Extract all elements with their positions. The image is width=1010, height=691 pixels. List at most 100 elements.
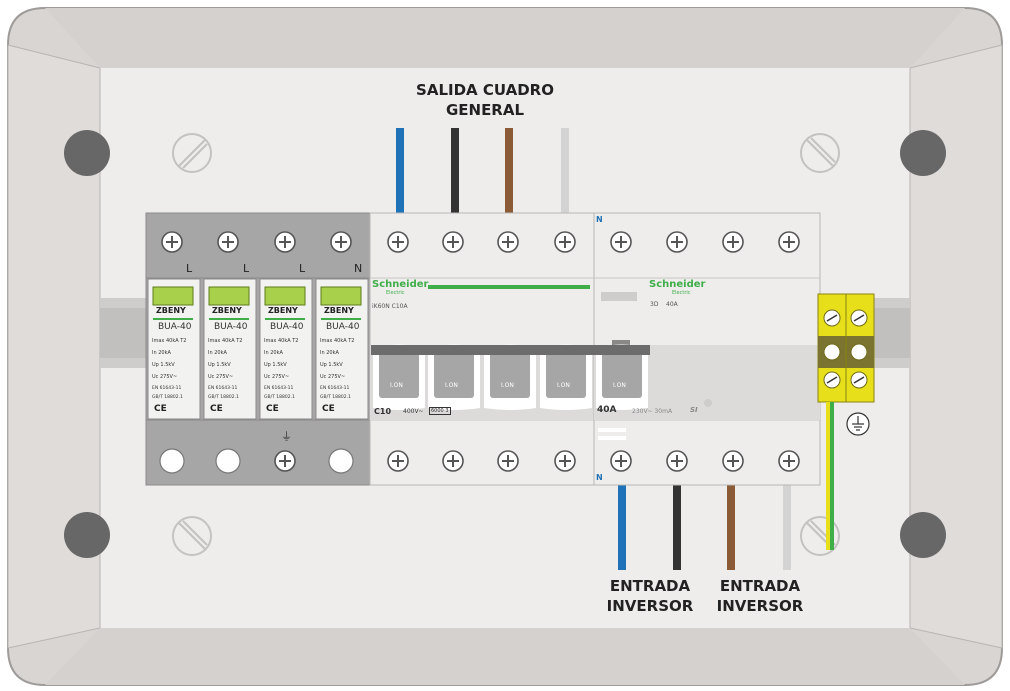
- spd-standard: GB/T 18802.1: [264, 395, 295, 400]
- spd-module: [259, 278, 313, 420]
- breaker-green-stripe: [428, 285, 590, 289]
- spd-spec-row: Imax 40kA T2: [152, 338, 187, 344]
- rcd-indicator: [598, 428, 626, 432]
- terminal-screw-icon[interactable]: [497, 231, 519, 253]
- breaker-capacity-class: 3: [445, 408, 449, 414]
- terminal-screw-icon[interactable]: [778, 231, 800, 253]
- terminal-screw-icon[interactable]: [442, 231, 464, 253]
- wire-black: [451, 128, 459, 214]
- spd-standard: GB/T 18802.1: [152, 395, 183, 400]
- breaker-capacity: 6000 3: [429, 407, 451, 415]
- spd-spec-row: Imax 40kA T2: [208, 338, 243, 344]
- spd-model: BUA-40: [270, 322, 304, 332]
- breaker-rating: C10: [374, 407, 392, 416]
- mount-hole-icon: [800, 516, 840, 556]
- terminal-screw-icon[interactable]: [666, 450, 688, 472]
- handle-label: I.ON: [390, 382, 403, 389]
- spd-module: [147, 278, 201, 420]
- rcd-type-mark: SI: [690, 406, 698, 414]
- label-output-title: SALIDA CUADRO GENERAL: [380, 80, 590, 120]
- rcd-sun-icon: [704, 399, 712, 407]
- spd-spec-row: Imax 40kA T2: [320, 338, 355, 344]
- spd-standard: GB/T 18802.1: [320, 395, 351, 400]
- spd-spec-row: In 20kA: [320, 350, 339, 356]
- terminal-screw-icon[interactable]: [778, 450, 800, 472]
- terminal-screw-icon[interactable]: [217, 231, 239, 253]
- phase-letter: L: [186, 262, 193, 275]
- spd-spec-row: Up 1.5kV: [264, 362, 287, 368]
- spd-spec-row: Up 1.5kV: [152, 362, 175, 368]
- ce-mark: CE: [322, 404, 335, 414]
- terminal-screw-icon[interactable]: [274, 231, 296, 253]
- neutral-mark-bottom: N: [596, 473, 603, 482]
- spd-standard: EN 61643-11: [264, 386, 294, 391]
- neutral-mark-top: N: [596, 215, 603, 224]
- screw-top-right-icon: [900, 130, 946, 176]
- earth-screw-icon: [850, 343, 868, 361]
- terminal-blank-icon: [328, 448, 354, 474]
- breaker-brand: Schneider: [372, 279, 429, 290]
- spd-spec-row: Uc 275V~: [320, 374, 346, 380]
- spd-spec-row: Uc 275V~: [152, 374, 178, 380]
- spd-standard: EN 61643-11: [208, 386, 238, 391]
- terminal-screw-icon[interactable]: [610, 450, 632, 472]
- ce-mark: CE: [266, 404, 279, 414]
- mount-hole-icon: [172, 516, 212, 556]
- toggle-handle[interactable]: [371, 344, 427, 411]
- output-wires: [396, 128, 569, 214]
- rcd-rating: 40A: [597, 405, 617, 415]
- terminal-screw-icon[interactable]: [722, 450, 744, 472]
- handle-label: I.ON: [445, 382, 458, 389]
- wire-brown: [727, 484, 735, 570]
- breaker-capacity-value: 6000: [431, 408, 444, 414]
- spd-status-window: [320, 286, 362, 306]
- screw-top-left-icon: [64, 130, 110, 176]
- handle-label: I.ON: [501, 382, 514, 389]
- label-line: ENTRADA: [609, 577, 691, 595]
- mount-hole-icon: [800, 133, 840, 173]
- label-input-left: ENTRADA INVERSOR: [590, 576, 710, 616]
- toggle-handle[interactable]: [594, 344, 650, 411]
- spd-spec-row: Up 1.5kV: [208, 362, 231, 368]
- spd-module: [315, 278, 369, 420]
- terminal-screw-icon[interactable]: [330, 231, 352, 253]
- spd-module: [203, 278, 257, 420]
- terminal-blank-icon: [159, 448, 185, 474]
- phase-letter: N: [354, 262, 363, 275]
- terminal-screw-icon[interactable]: [497, 450, 519, 472]
- spd-spec-row: Up 1.5kV: [320, 362, 343, 368]
- toggle-handle[interactable]: [538, 344, 594, 411]
- terminal-screw-icon[interactable]: [387, 450, 409, 472]
- label-line: INVERSOR: [716, 597, 804, 615]
- spd-brand: ZBENY: [324, 306, 354, 315]
- terminal-screw-icon[interactable]: [610, 231, 632, 253]
- terminal-screw-icon[interactable]: [161, 231, 183, 253]
- wire-black: [673, 484, 681, 570]
- terminal-screw-icon[interactable]: [442, 450, 464, 472]
- toggle-handle[interactable]: [482, 344, 538, 411]
- phase-letter: L: [299, 262, 306, 275]
- terminal-screw-icon[interactable]: [274, 450, 296, 472]
- corner-screws: [64, 130, 946, 558]
- breaker-brand-sub: Electric: [386, 290, 405, 296]
- phase-letter: L: [243, 262, 250, 275]
- terminal-screw-icon[interactable]: [722, 231, 744, 253]
- screw-bottom-left-icon: [64, 512, 110, 558]
- terminal-screw-icon[interactable]: [387, 231, 409, 253]
- terminal-screw-icon[interactable]: [554, 231, 576, 253]
- spd-brand: ZBENY: [268, 306, 298, 315]
- rcd-test-button[interactable]: [601, 292, 637, 301]
- surge-protector: [145, 212, 371, 486]
- spd-spec-row: In 20kA: [208, 350, 227, 356]
- breaker-model: iK60N C10A: [372, 303, 408, 310]
- toggle-handle[interactable]: [426, 344, 482, 411]
- terminal-screw-icon[interactable]: [666, 231, 688, 253]
- spd-status-window: [208, 286, 250, 306]
- terminal-screw-icon[interactable]: [554, 450, 576, 472]
- rcd-brand-sub: Electric: [672, 290, 691, 296]
- wire-grey: [561, 128, 569, 214]
- terminal-blank-icon: [215, 448, 241, 474]
- rcd-spec: 230V~ 30mA: [632, 408, 673, 415]
- label-line: INVERSOR: [606, 597, 694, 615]
- spd-status-window: [264, 286, 306, 306]
